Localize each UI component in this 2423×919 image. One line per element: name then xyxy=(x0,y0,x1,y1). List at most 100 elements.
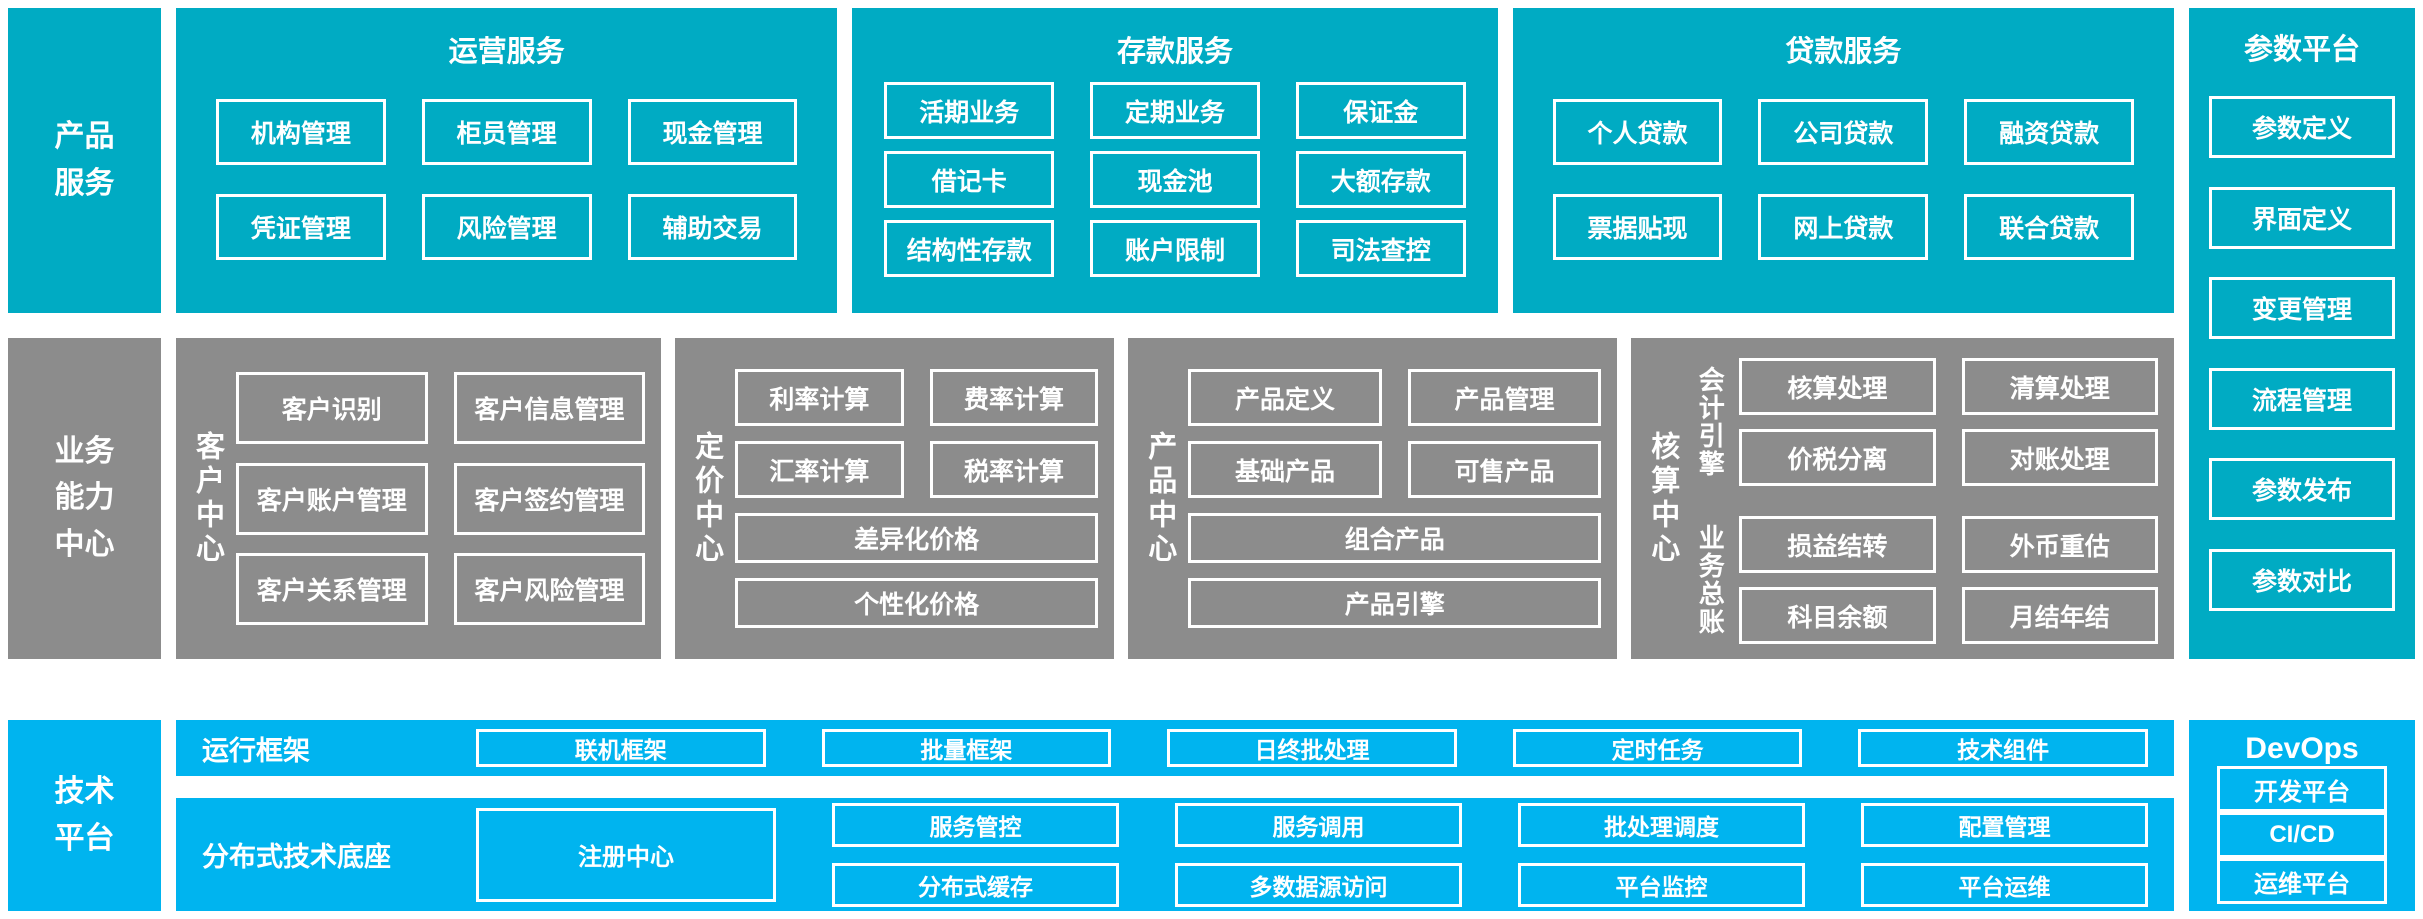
group-vertical-label: 业务总账 xyxy=(1695,524,1726,636)
panel-body: 会计引擎 核算处理 清算处理 价税分离 对账处理 业务总账 xyxy=(1691,354,2159,644)
node-box: 核算处理 xyxy=(1739,358,1936,415)
node-box: 组合产品 xyxy=(1188,513,1602,563)
node-box: 对账处理 xyxy=(1961,429,2159,486)
node-box: 可售产品 xyxy=(1407,441,1602,498)
panel-body: 利率计算 费率计算 汇率计算 税率计算 差异化价格 个性化价格 xyxy=(735,354,1099,643)
panel-vertical-label: 定价中心 xyxy=(690,430,723,567)
node-box: 定时任务 xyxy=(1512,729,1803,767)
node-box: 结构性存款 xyxy=(884,220,1055,277)
box-row: 基础产品 可售产品 xyxy=(1188,441,1602,498)
node-box: 服务调用 xyxy=(1175,802,1462,847)
box-row: 汇率计算 税率计算 xyxy=(735,441,1099,498)
box-row: 票据贴现 网上贷款 联合贷款 xyxy=(1552,194,2134,260)
panel-title: DevOps xyxy=(2245,732,2359,765)
node-box: 损益结转 xyxy=(1739,516,1936,573)
node-box: 网上贷款 xyxy=(1758,194,1929,260)
node-box: 基础产品 xyxy=(1188,441,1382,498)
node-box: 费率计算 xyxy=(929,369,1099,426)
node-box: 多数据源访问 xyxy=(1175,862,1462,907)
node-box: 开发平台 xyxy=(2217,766,2387,812)
node-box: 分布式缓存 xyxy=(832,862,1119,907)
node-box: 月结年结 xyxy=(1961,587,2159,644)
panel-title: 运营服务 xyxy=(448,36,565,68)
bar-label: 分布式技术底座 xyxy=(202,842,391,872)
panel-accounting-center: 核算中心 会计引擎 核算处理 清算处理 价税分离 对账处理 xyxy=(1631,338,2174,659)
node-box: 日终批处理 xyxy=(1167,729,1457,767)
box-row: 科目余额 月结年结 xyxy=(1739,587,2159,644)
node-box: 个人贷款 xyxy=(1552,99,1723,165)
node-box: 税率计算 xyxy=(929,441,1099,498)
node-box: 司法查控 xyxy=(1295,220,1466,277)
group-accounting-engine: 会计引擎 核算处理 清算处理 价税分离 对账处理 xyxy=(1691,358,2159,486)
box-column: 批处理调度 平台监控 xyxy=(1518,802,1805,907)
node-box: 平台运维 xyxy=(1861,862,2148,907)
panel-body: 客户识别 客户信息管理 客户账户管理 客户签约管理 客户关系管理 客户风险管理 xyxy=(236,354,646,643)
node-box: 活期业务 xyxy=(884,82,1055,139)
node-box: 产品管理 xyxy=(1407,369,1602,426)
node-box: 变更管理 xyxy=(2209,277,2395,340)
box-row: 客户识别 客户信息管理 xyxy=(236,372,646,445)
group-vertical-label: 会计引擎 xyxy=(1695,366,1726,478)
node-box: 参数发布 xyxy=(2209,458,2395,521)
panel-customer-center: 客户中心 客户识别 客户信息管理 客户账户管理 客户签约管理 客户关系管理 客户… xyxy=(176,338,662,659)
panel-devops: DevOps 开发平台 CI/CD 运维平台 xyxy=(2189,720,2415,911)
panel-title: 存款服务 xyxy=(1116,36,1233,68)
panel-operations-services: 运营服务 机构管理 柜员管理 现金管理 凭证管理 风险管理 辅助交易 xyxy=(176,8,838,313)
panel-body: 机构管理 柜员管理 现金管理 凭证管理 风险管理 辅助交易 xyxy=(216,70,798,289)
box-row: 核算处理 清算处理 xyxy=(1739,358,2159,415)
node-box: 联机框架 xyxy=(476,729,766,767)
panel-title: 参数平台 xyxy=(2243,34,2360,66)
node-box: 批量框架 xyxy=(821,729,1112,767)
panel-product-center: 产品中心 产品定义 产品管理 基础产品 可售产品 组合产品 产品引擎 xyxy=(1128,338,1618,659)
panel-deposit-services: 存款服务 活期业务 定期业务 保证金 借记卡 现金池 大额存款 结构性存款 账户… xyxy=(852,8,1498,313)
node-box: 服务管控 xyxy=(832,802,1119,847)
node-box: 客户识别 xyxy=(236,372,428,445)
business-capability-row: 客户中心 客户识别 客户信息管理 客户账户管理 客户签约管理 客户关系管理 客户… xyxy=(176,338,2174,659)
node-box: 参数定义 xyxy=(2209,96,2395,159)
panel-body: 产品定义 产品管理 基础产品 可售产品 组合产品 产品引擎 xyxy=(1188,354,1602,643)
panel-loan-services: 贷款服务 个人贷款 公司贷款 融资贷款 票据贴现 网上贷款 联合贷款 xyxy=(1512,8,2174,313)
node-box: 现金池 xyxy=(1090,151,1260,208)
panel-pricing-center: 定价中心 利率计算 费率计算 汇率计算 税率计算 差异化价格 个性化价格 xyxy=(675,338,1115,659)
sidebar-product-services: 产品 服务 xyxy=(8,8,161,313)
node-box: 客户账户管理 xyxy=(236,462,428,535)
box-row: 借记卡 现金池 大额存款 xyxy=(884,151,1466,208)
box-column: 服务管控 分布式缓存 xyxy=(832,802,1119,907)
node-box: 界面定义 xyxy=(2209,186,2395,249)
node-box: 利率计算 xyxy=(735,369,904,426)
node-box: 客户关系管理 xyxy=(236,552,428,625)
panel-vertical-label: 核算中心 xyxy=(1646,430,1679,567)
node-box: 辅助交易 xyxy=(627,194,798,260)
node-box: 产品引擎 xyxy=(1188,578,1602,628)
node-box: CI/CD xyxy=(2217,812,2387,858)
sidebar-business-capability-center: 业务 能力 中心 xyxy=(8,338,161,659)
panel-parameter-platform: 参数平台 参数定义 界面定义 变更管理 流程管理 参数发布 参数对比 xyxy=(2189,8,2415,659)
panel-title: 贷款服务 xyxy=(1785,36,1902,68)
technology-platform-rows: 运行框架 联机框架 批量框架 日终批处理 定时任务 技术组件 分布式技术底座 注… xyxy=(176,720,2174,911)
node-box: 账户限制 xyxy=(1090,220,1260,277)
node-box: 联合贷款 xyxy=(1964,194,2134,260)
node-box: 保证金 xyxy=(1295,82,1466,139)
node-box: 个性化价格 xyxy=(735,578,1099,628)
box-row: 结构性存款 账户限制 司法查控 xyxy=(884,220,1466,277)
node-box: 技术组件 xyxy=(1858,729,2148,767)
box-row: 价税分离 对账处理 xyxy=(1739,429,2159,486)
node-box: 定期业务 xyxy=(1090,82,1260,139)
panel-body: 开发平台 CI/CD 运维平台 xyxy=(2217,766,2387,904)
box-row: 产品定义 产品管理 xyxy=(1188,369,1602,426)
node-box: 现金管理 xyxy=(627,99,798,165)
node-box: 汇率计算 xyxy=(735,441,904,498)
group-business-ledger: 业务总账 损益结转 外币重估 科目余额 月结年结 xyxy=(1691,516,2159,644)
bar-run-framework: 运行框架 联机框架 批量框架 日终批处理 定时任务 技术组件 xyxy=(176,720,2174,776)
group-grid: 核算处理 清算处理 价税分离 对账处理 xyxy=(1739,358,2159,486)
node-box: 价税分离 xyxy=(1739,429,1936,486)
node-box: 风险管理 xyxy=(421,194,592,260)
node-box: 客户风险管理 xyxy=(453,552,646,625)
node-box: 票据贴现 xyxy=(1552,194,1723,260)
panel-body: 活期业务 定期业务 保证金 借记卡 现金池 大额存款 结构性存款 账户限制 司法… xyxy=(884,70,1466,289)
box-row: 利率计算 费率计算 xyxy=(735,369,1099,426)
node-box: 大额存款 xyxy=(1295,151,1466,208)
node-box: 借记卡 xyxy=(884,151,1055,208)
node-box: 清算处理 xyxy=(1961,358,2159,415)
